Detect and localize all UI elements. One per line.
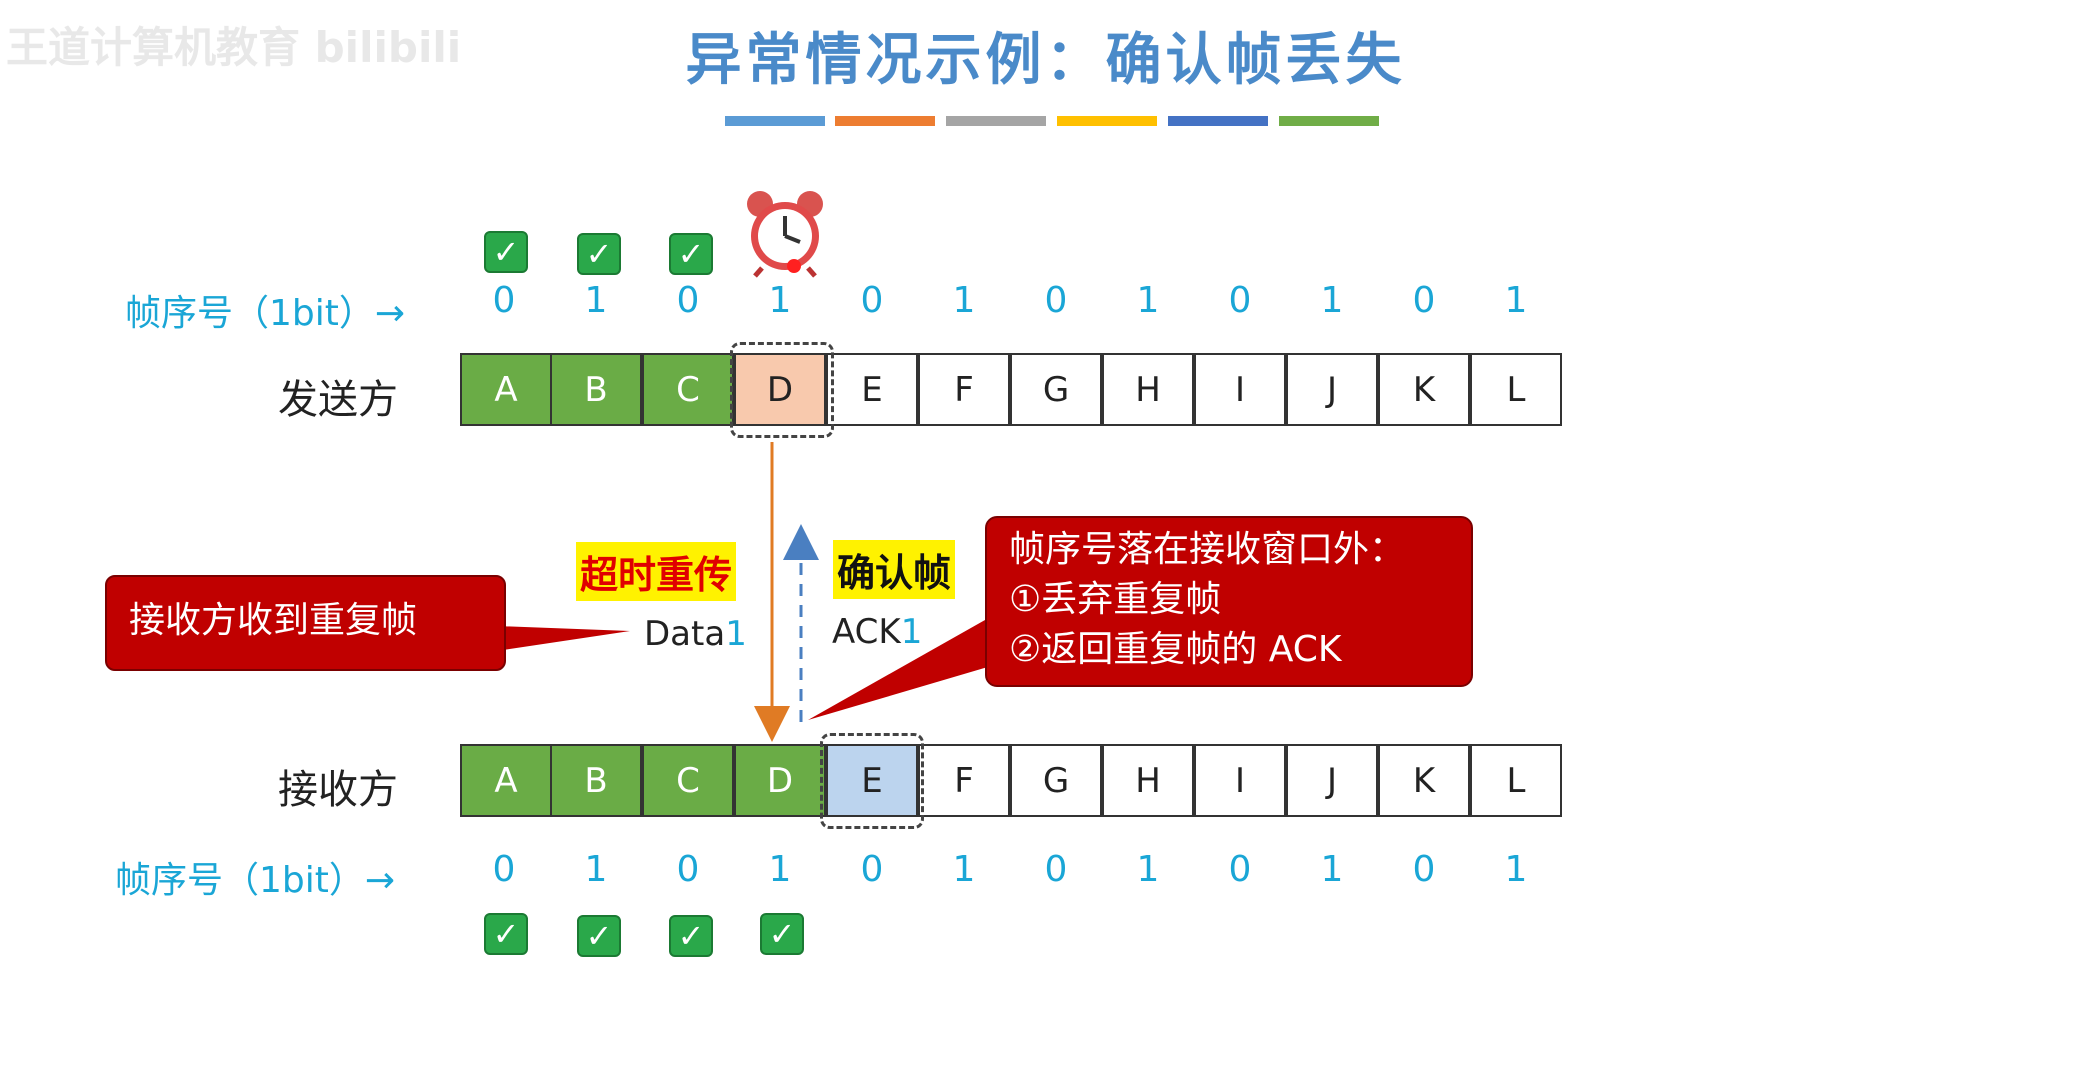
receiver-frame: H xyxy=(1102,744,1194,817)
receiver-frame: G xyxy=(1010,744,1102,817)
receiver-frame: L xyxy=(1470,744,1562,817)
sender-frame: J xyxy=(1286,353,1378,426)
title-bar-5 xyxy=(1168,116,1268,126)
left-callout-pointer xyxy=(470,625,630,655)
sender-frame: H xyxy=(1102,353,1194,426)
receiver-seq-number: 1 xyxy=(768,849,792,890)
sender-seq-number: 1 xyxy=(952,280,976,321)
sender-frame: A xyxy=(460,353,552,426)
sender-frame: G xyxy=(1010,353,1102,426)
sender-label: 发送方 xyxy=(278,377,398,423)
receiver-frame: K xyxy=(1378,744,1470,817)
sender-seq-number: 0 xyxy=(860,280,884,321)
receiver-check-icon: ✓ xyxy=(577,915,621,957)
sender-frame: I xyxy=(1194,353,1286,426)
data-message-num: 1 xyxy=(725,614,747,654)
callout-right-line3: ②返回重复帧的 ACK xyxy=(1009,629,1342,670)
title-bar-3 xyxy=(946,116,1046,126)
ack-frame-label: 确认帧 xyxy=(833,540,956,599)
title-bar-6 xyxy=(1279,116,1379,126)
data-message-label: Data1 xyxy=(644,614,747,654)
receiver-frame: A xyxy=(460,744,552,817)
receiver-label: 接收方 xyxy=(278,767,398,813)
sender-frame: E xyxy=(826,353,918,426)
callout-right-line1: 帧序号落在接收窗口外： xyxy=(1009,529,1406,570)
receiver-frame-current: E xyxy=(826,744,918,817)
callout-left-text: 接收方收到重复帧 xyxy=(129,600,418,641)
sender-seq-number: 0 xyxy=(1044,280,1068,321)
callout-right: 帧序号落在接收窗口外： ①丢弃重复帧 ②返回重复帧的 ACK xyxy=(985,516,1473,687)
sender-check-icon: ✓ xyxy=(577,233,621,275)
receiver-seq-number: 1 xyxy=(1320,849,1344,890)
sender-seq-number: 0 xyxy=(492,280,516,321)
receiver-seq-number: 1 xyxy=(1136,849,1160,890)
page-title: 异常情况示例：确认帧丢失 xyxy=(685,28,1406,93)
alarm-clock-icon xyxy=(742,188,828,278)
data-message-prefix: Data xyxy=(644,614,726,654)
timeout-label: 超时重传 xyxy=(576,542,737,601)
sender-seq-number: 1 xyxy=(1136,280,1160,321)
receiver-seq-number: 0 xyxy=(860,849,884,890)
receiver-window xyxy=(820,733,924,829)
receiver-seq-number: 0 xyxy=(492,849,516,890)
receiver-frame: C xyxy=(642,744,734,817)
sender-seq-label: 帧序号（1bit）→ xyxy=(125,293,406,334)
sender-window xyxy=(730,342,834,438)
right-callout-pointer xyxy=(808,620,1025,720)
receiver-frame: F xyxy=(918,744,1010,817)
receiver-check-icon: ✓ xyxy=(760,913,804,955)
receiver-frame: D xyxy=(734,744,826,817)
receiver-frame: J xyxy=(1286,744,1378,817)
sender-seq-number: 0 xyxy=(676,280,700,321)
sender-frame: C xyxy=(642,353,734,426)
sender-seq-number: 1 xyxy=(584,280,608,321)
callout-left: 接收方收到重复帧 xyxy=(105,575,506,671)
receiver-seq-number: 0 xyxy=(676,849,700,890)
receiver-check-icon: ✓ xyxy=(669,915,713,957)
sender-seq-number: 1 xyxy=(1320,280,1344,321)
title-bar-4 xyxy=(1057,116,1157,126)
receiver-check-icon: ✓ xyxy=(484,913,528,955)
sender-seq-number: 1 xyxy=(768,280,792,321)
sender-seq-number: 1 xyxy=(1504,280,1528,321)
ack-message-num: 1 xyxy=(900,612,923,652)
sender-check-icon: ✓ xyxy=(484,231,528,273)
receiver-seq-number: 0 xyxy=(1412,849,1436,890)
sender-frame: K xyxy=(1378,353,1470,426)
receiver-seq-number: 1 xyxy=(584,849,608,890)
watermark: 王道计算机教育 bilibili xyxy=(6,23,462,72)
sender-seq-number: 0 xyxy=(1228,280,1252,321)
receiver-frame: I xyxy=(1194,744,1286,817)
receiver-seq-number: 0 xyxy=(1228,849,1252,890)
sender-check-icon: ✓ xyxy=(669,233,713,275)
receiver-seq-number: 1 xyxy=(952,849,976,890)
ack-message-prefix: ACK xyxy=(832,612,901,652)
sender-frame: B xyxy=(550,353,642,426)
sender-frame: L xyxy=(1470,353,1562,426)
receiver-seq-label: 帧序号（1bit）→ xyxy=(115,860,396,901)
sender-frame-current: D xyxy=(734,353,826,426)
sender-seq-number: 0 xyxy=(1412,280,1436,321)
title-bar-2 xyxy=(835,116,935,126)
sender-frame: F xyxy=(918,353,1010,426)
receiver-seq-number: 0 xyxy=(1044,849,1068,890)
receiver-frame: B xyxy=(550,744,642,817)
title-bar-1 xyxy=(725,116,825,126)
receiver-seq-number: 1 xyxy=(1504,849,1528,890)
callout-right-line2: ①丢弃重复帧 xyxy=(1009,579,1222,620)
ack-message-label: ACK1 xyxy=(832,612,922,652)
